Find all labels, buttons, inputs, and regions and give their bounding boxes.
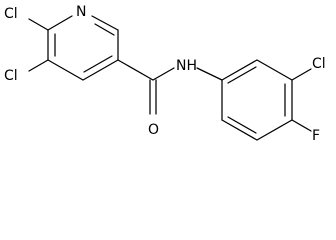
pyridine-ring <box>47 15 119 81</box>
bond-c1p-c2p <box>221 59 258 81</box>
bond-n1-c6 <box>91 15 119 31</box>
atom-n-ring: N <box>76 4 86 20</box>
bond-c5p-c6p <box>221 119 258 141</box>
bond-c1p-c2p-inner <box>227 66 257 84</box>
bond-c2-n1 <box>47 15 73 31</box>
atom-cl-top-left: Cl <box>4 6 18 22</box>
bond-c2-cl <box>28 18 49 31</box>
phenyl-ring <box>221 59 293 141</box>
atom-f: F <box>312 128 320 144</box>
bond-c4p-f <box>291 119 312 132</box>
bond-c4p-c5p <box>256 119 293 141</box>
bond-carbonyl-nh <box>152 67 175 81</box>
atom-cl-bottom-left: Cl <box>4 68 18 84</box>
bond-c4-c3 <box>47 59 84 81</box>
bond-c5p-c6p-inner <box>227 116 257 134</box>
bond-nh-phenyl <box>196 67 223 81</box>
molecule-structure: Cl N Cl NH O Cl F <box>4 4 326 144</box>
bond-c5-c4 <box>82 59 119 81</box>
molecule-canvas: Cl N Cl NH O Cl F <box>4 4 326 144</box>
bond-c5-carbonyl <box>117 59 154 81</box>
bond-c2p-c3p <box>256 59 293 81</box>
atom-cl-right: Cl <box>312 56 326 72</box>
atom-o: O <box>148 122 159 138</box>
atom-nh: NH <box>176 58 197 74</box>
bond-n1-c6-inner <box>94 23 115 36</box>
bond-c3p-cl <box>291 68 312 81</box>
bond-c5-c4-inner <box>83 55 113 73</box>
bond-c3-cl <box>28 59 49 72</box>
